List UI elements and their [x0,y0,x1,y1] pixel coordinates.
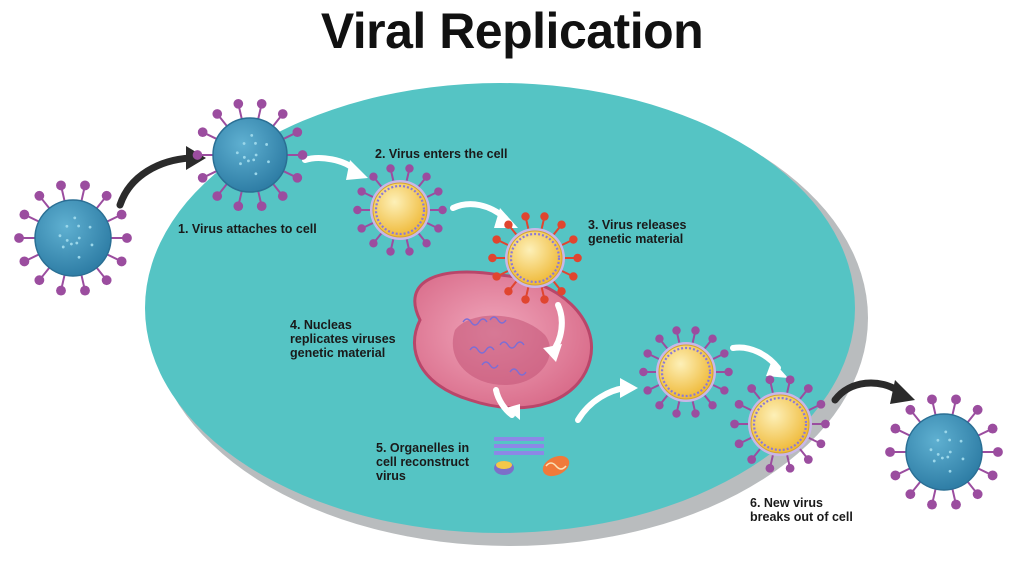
virus-layer [14,98,1003,510]
virus-reconstructed [639,326,733,418]
step-3-label: 3. Virus releases genetic material [588,218,687,246]
step-5-label: 5. Organelles in cell reconstruct virus [376,441,470,483]
virus-new [885,394,1003,510]
step-6-label: 6. New virus breaks out of cell [750,496,853,524]
arrow-organelles [493,387,515,418]
step-4-label: 4. Nucleas replicates viruses genetic ma… [290,318,396,360]
step-2-label: 2. Virus enters the cell [375,147,508,161]
arrow-attach [116,154,194,209]
virus-entering [353,164,447,256]
virus-releasing [488,212,582,304]
page-title: Viral Replication [320,3,704,59]
nucleus [412,270,593,410]
virus-exiting [730,375,830,473]
virus-outside [14,180,132,296]
organelles [494,437,570,477]
step-1-label: 1. Virus attaches to cell [178,222,317,236]
genetic-material [462,316,527,376]
virus-attaching [192,98,308,212]
